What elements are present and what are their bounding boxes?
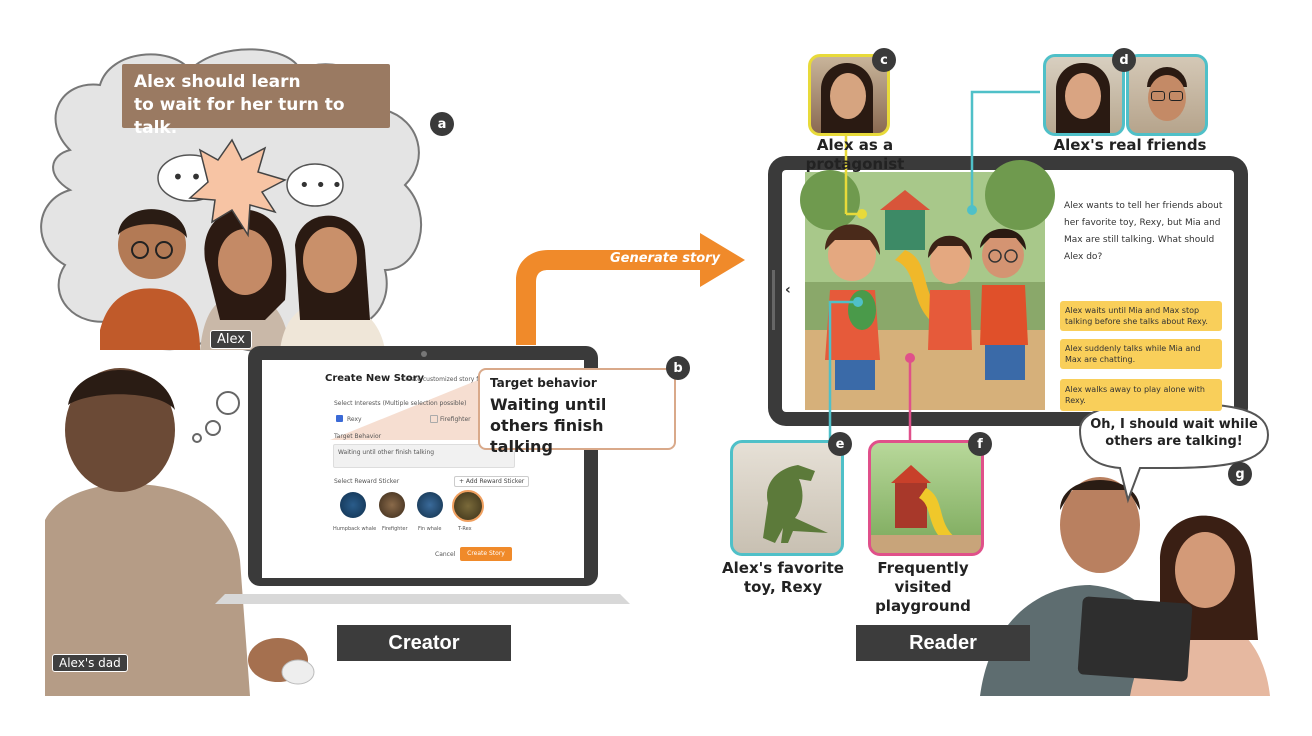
- interest-label-rexy: Rexy: [347, 416, 362, 423]
- callout-d-dot: [967, 205, 977, 215]
- badge-c: c: [872, 48, 896, 72]
- generate-story-arrow: [516, 233, 745, 345]
- callout-d-photo-girl: [1043, 54, 1125, 136]
- badge-g: g: [1228, 462, 1252, 486]
- thought-dot-medium: [205, 420, 221, 436]
- interest-label-firefighter: Firefighter: [440, 416, 471, 423]
- speech-bubble-right: [286, 163, 344, 207]
- dad-tag: Alex's dad: [52, 654, 128, 672]
- callout-e-dot: [853, 297, 863, 307]
- story-text: Alex wants to tell her friends about her…: [1064, 201, 1223, 262]
- interests-label: Select Interests (Multiple selection pos…: [334, 400, 467, 407]
- callout-e-photo: [730, 440, 844, 556]
- reader-label: Reader: [856, 625, 1030, 661]
- interruption-burst-icon: [188, 138, 287, 238]
- callout-f-caption: Frequently visited playground: [875, 559, 971, 615]
- callout-b-title: Target behavior: [490, 376, 597, 390]
- sticker-label: Select Reward Sticker: [334, 478, 400, 485]
- target-behavior-value: Waiting until other finish talking: [338, 449, 435, 456]
- choice-option-2[interactable]: Alex suddenly talks while Mia and Max ar…: [1060, 339, 1222, 369]
- ellipsis-right: • • •: [299, 175, 342, 196]
- story-illustration: [800, 160, 1055, 410]
- callout-e-caption: Alex's favorite toy, Rexy: [722, 559, 844, 596]
- sticker-fin-whale[interactable]: [417, 492, 443, 518]
- sticker-caption-2: Firefighter: [382, 526, 408, 532]
- badge-e: e: [828, 432, 852, 456]
- reader-family-illustration: [980, 477, 1270, 696]
- interest-checkbox-rexy[interactable]: [336, 415, 343, 422]
- create-story-button[interactable]: Create Story: [460, 547, 512, 561]
- app-title: Create New Story: [325, 373, 425, 384]
- cancel-button[interactable]: Cancel: [435, 551, 456, 558]
- callout-d-photo-boy: [1126, 54, 1208, 136]
- back-chevron-icon[interactable]: ‹: [785, 282, 791, 298]
- callout-c-photo: [808, 54, 890, 136]
- tablet-button: [772, 270, 775, 330]
- laptop-camera: [421, 351, 427, 357]
- thought-dot-large: [216, 391, 240, 415]
- sticker-caption-1: Humpback whale: [333, 526, 377, 532]
- badge-d: d: [1112, 48, 1136, 72]
- laptop-base: [215, 594, 630, 604]
- sticker-t-rex[interactable]: [452, 490, 484, 522]
- sticker-caption-4: T-Rex: [458, 526, 472, 532]
- target-behavior-label: Target Behavior: [334, 433, 382, 440]
- arrow-label: Generate story: [610, 251, 721, 266]
- badge-a: a: [430, 112, 454, 136]
- creator-label: Creator: [337, 625, 511, 661]
- alex-tag: Alex: [210, 330, 252, 349]
- badge-b: b: [666, 356, 690, 380]
- sticker-caption-3: Fin whale: [418, 526, 442, 532]
- callout-e-line: [828, 300, 858, 440]
- callout-b-wedge: [330, 380, 500, 445]
- callout-d-line: [970, 90, 1040, 210]
- speech-g-text: Oh, I should wait while others are talki…: [1090, 417, 1258, 449]
- callout-d-caption: Alex's real friends: [1053, 136, 1207, 154]
- dad-illustration: [45, 368, 315, 696]
- callout-f-dot: [905, 353, 915, 363]
- callout-f-photo: [868, 440, 984, 556]
- sticker-firefighter[interactable]: [379, 492, 405, 518]
- add-sticker-button[interactable]: + Add Reward Sticker: [454, 476, 530, 487]
- callout-b-box: Target behavior Waiting until others fin…: [478, 368, 676, 456]
- kids-illustration: [100, 209, 385, 350]
- choice-option-3[interactable]: Alex walks away to play alone with Rexy.: [1060, 379, 1222, 411]
- interest-checkbox-firefighter[interactable]: [430, 415, 438, 423]
- callout-b-text: Waiting until others finish talking: [490, 395, 607, 456]
- badge-f: f: [968, 432, 992, 456]
- thought-banner: Alex should learn to wait for her turn t…: [122, 64, 390, 138]
- callout-c-caption: Alex as a protagonist: [805, 136, 905, 173]
- app-subtitle: Create customized story for your child: [401, 376, 517, 383]
- sticker-humpback-whale[interactable]: [340, 492, 366, 518]
- choice-option-1[interactable]: Alex waits until Mia and Max stop talkin…: [1060, 301, 1222, 331]
- thought-dot-small: [192, 433, 202, 443]
